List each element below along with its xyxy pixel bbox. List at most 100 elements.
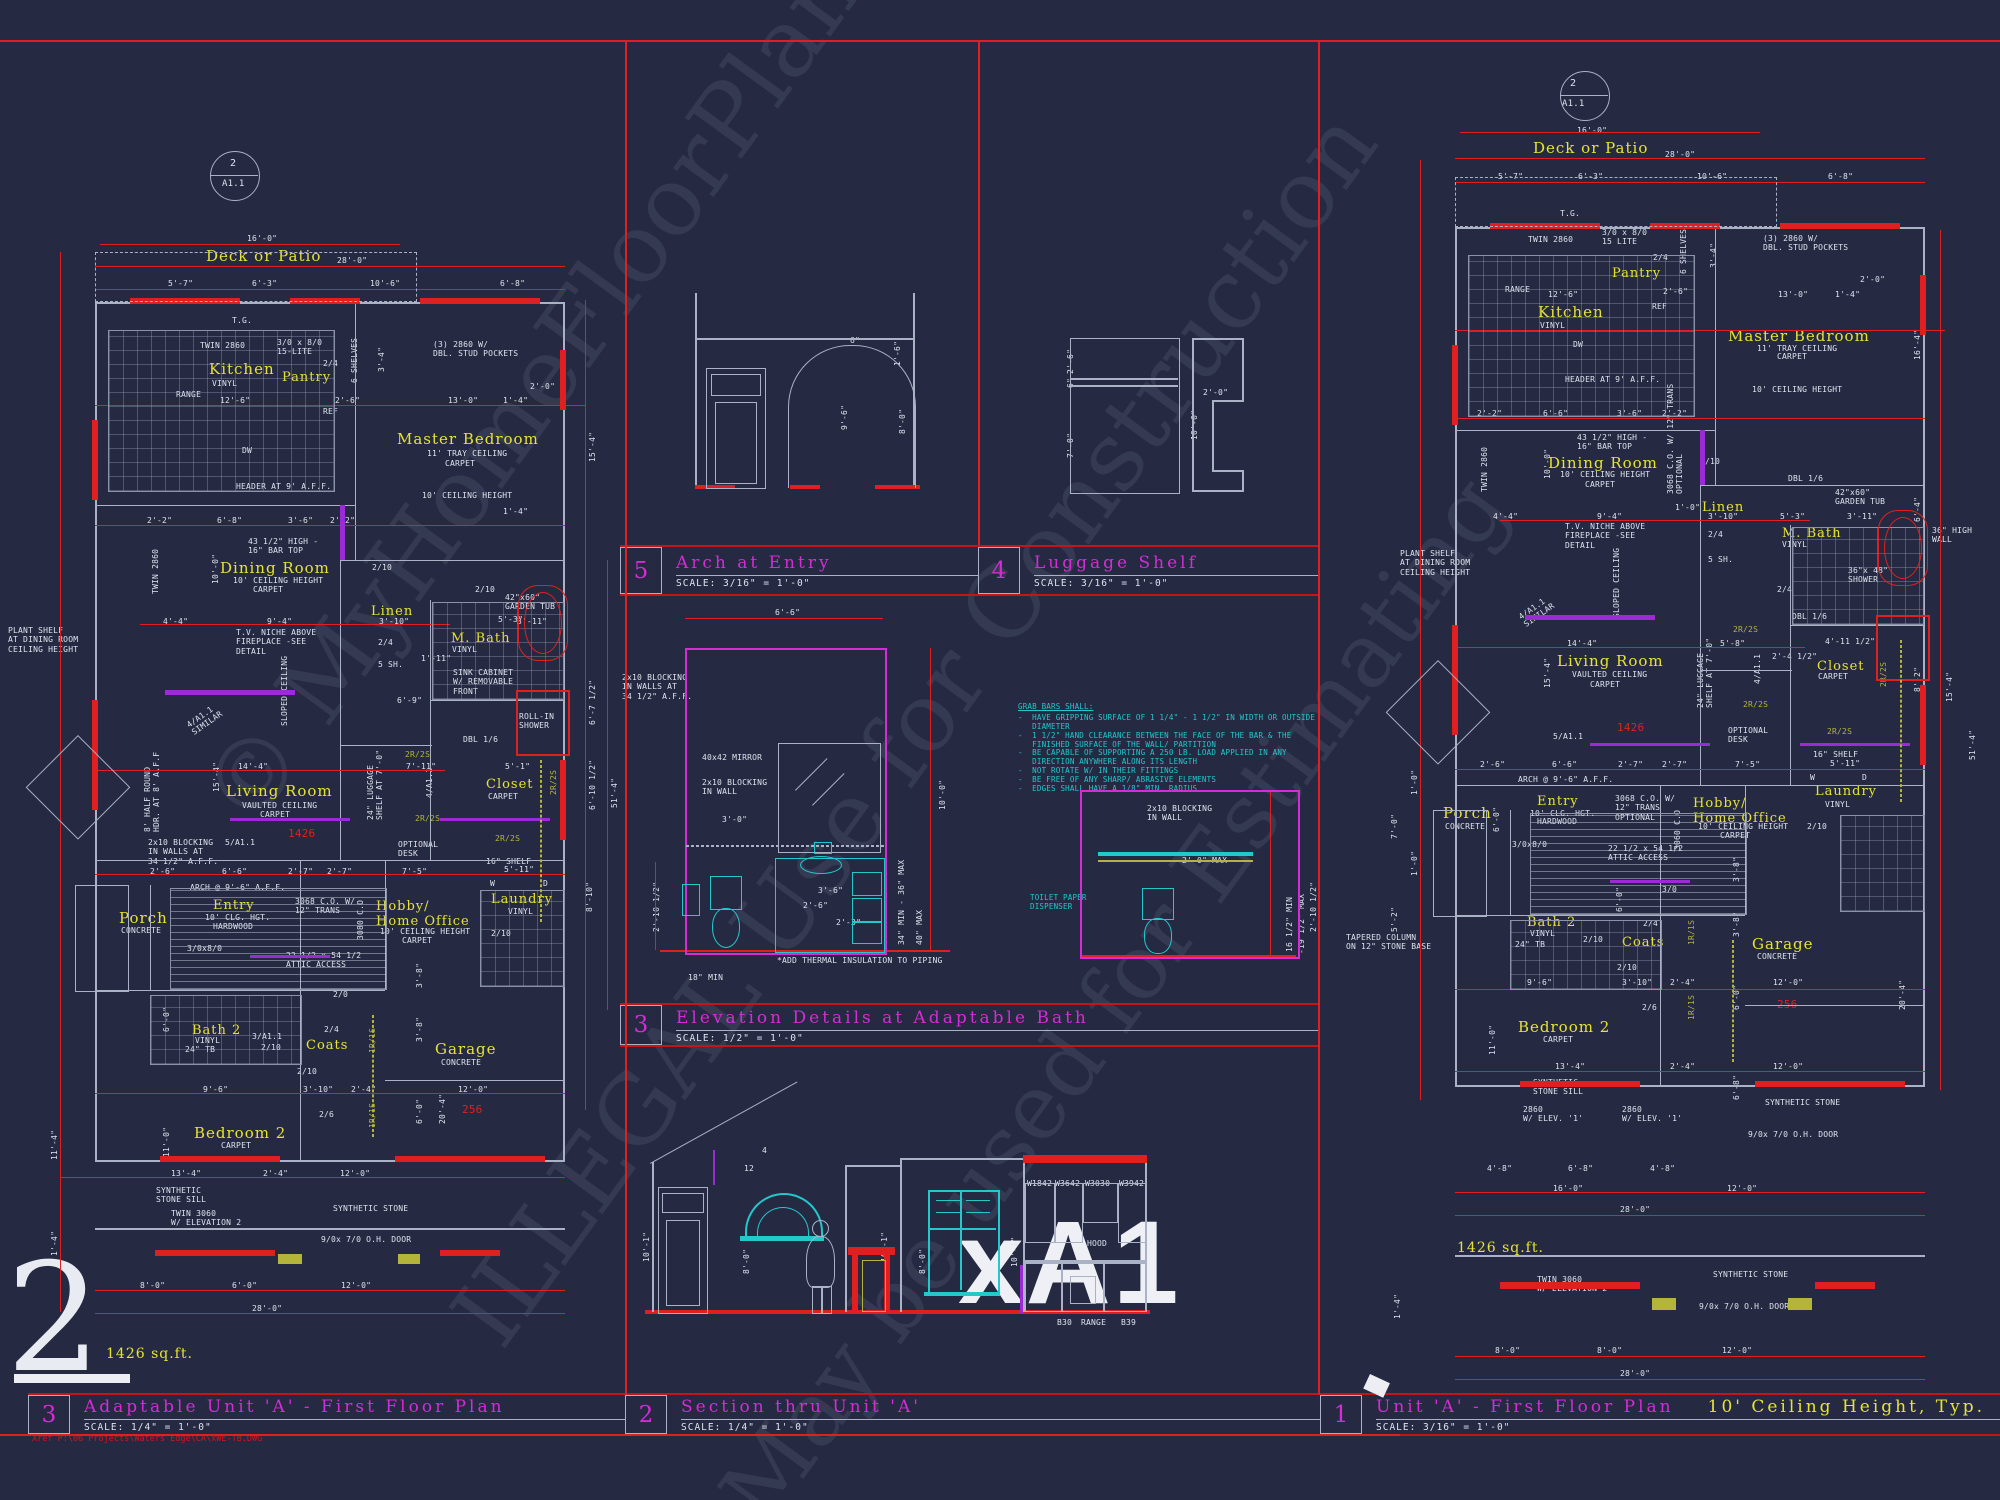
cad-box — [710, 876, 742, 910]
cad-box — [1142, 888, 1174, 920]
cad-line — [1455, 1255, 1925, 1257]
cad-text: 1'-4" — [1393, 1293, 1402, 1319]
area-label-left: 1426 sq.ft. — [106, 1346, 193, 1362]
cad-text: 4'-4" — [1493, 512, 1519, 521]
cad-text: 5'-8" — [1720, 639, 1746, 648]
cad-text: 2/10 — [1617, 963, 1637, 972]
cad-text: 8'-0" — [918, 1248, 927, 1274]
cad-text: 11'-4" — [50, 1129, 59, 1160]
cad-line — [430, 600, 431, 860]
cad-line — [95, 1228, 565, 1230]
detail-title: Adaptable Unit 'A' - First Floor Plan — [84, 1396, 625, 1420]
cad-line — [928, 1228, 996, 1230]
titlebar-bath-elevations: 3 Elevation Details at Adaptable Bath SC… — [620, 1003, 1320, 1047]
cad-text: 12'-0" — [1722, 1346, 1753, 1355]
cad-line — [95, 1313, 565, 1314]
cad-text: 10' CEILING HEIGHT — [233, 576, 324, 585]
room-label-coats-left: Coats — [306, 1038, 349, 1053]
cad-text: 24" TB — [185, 1045, 215, 1054]
detail-scale: SCALE: 3/16" = 1'-0" — [1034, 578, 1169, 589]
cad-box — [1652, 1298, 1676, 1310]
cad-text: 2R/2S — [415, 814, 441, 823]
titlebar-adaptable-first-floor-plan: 3 Adaptable Unit 'A' - First Floor Plan … — [28, 1393, 625, 1436]
room-label-garage-right: Garage — [1752, 935, 1814, 953]
cad-text: DBL 1/6 — [463, 735, 499, 744]
cad-text: 28'-0" — [337, 256, 368, 265]
cad-text: 16'-0" — [1577, 126, 1608, 135]
cad-text: 1'-4" — [503, 396, 529, 405]
cad-text: 43 1/2" HIGH - 16" BAR TOP — [248, 537, 319, 556]
cad-line — [1940, 230, 1941, 1090]
cad-text: 8'-0" — [1597, 1346, 1623, 1355]
cad-text: 8'-10" — [585, 881, 594, 912]
cad-text: D — [543, 879, 549, 888]
cad-text: ROLL-IN SHOWER — [519, 712, 555, 731]
cad-text: CARPET — [253, 585, 284, 594]
cad-text: RANGE — [176, 390, 201, 399]
cad-text: 3'-6" — [1617, 409, 1642, 418]
room-label-kitchen-right: Kitchen — [1538, 303, 1604, 322]
cad-text: 10'-0" — [938, 779, 947, 810]
cad-text: 9'-4" — [1597, 512, 1623, 521]
cad-box — [210, 151, 260, 201]
cad-text: 2'-6" — [335, 396, 361, 405]
room-label-master-right: Master Bedroom — [1728, 327, 1870, 345]
room-label-closet-right: Closet — [1817, 659, 1865, 674]
cad-line — [685, 618, 883, 619]
cad-text: CARPET — [221, 1141, 252, 1150]
cad-text: VAULTED CEILING — [1572, 670, 1648, 679]
cad-text: 1'-0" — [1410, 850, 1419, 876]
cad-text: 2'-10 1/2" — [652, 881, 661, 932]
cad-line — [1500, 1282, 1640, 1289]
cad-text: 5 SH. — [378, 660, 404, 669]
cad-text: 12'-0" — [1727, 1184, 1758, 1193]
cad-line — [1098, 852, 1253, 856]
titlebar-arch-at-entry: 5 Arch at Entry SCALE: 3/16" = 1'-0" — [620, 545, 978, 596]
cad-text: 13'-4" — [171, 1169, 202, 1178]
cad-text: 8'-0" — [742, 1248, 751, 1274]
detail-scale: SCALE: 1/4" = 1'-0" — [84, 1422, 212, 1433]
cad-text: 3/A1.1 — [252, 1032, 282, 1041]
cad-text: (3) 2860 W/ DBL. STUD POCKETS — [1763, 234, 1849, 253]
cad-line — [95, 405, 585, 406]
cad-text: RANGE — [1081, 1318, 1107, 1327]
area-label-right: 1426 sq.ft. — [1457, 1240, 1544, 1256]
cad-text: 2'-2" — [1662, 409, 1687, 418]
cad-text: DBL 1/6 — [1792, 612, 1827, 621]
cad-text: VINYL — [195, 1036, 220, 1045]
cad-text: (3) 2860 W/ DBL. STUD POCKETS — [433, 340, 519, 359]
cad-text: 9'-4" — [267, 617, 293, 626]
cad-text: 6'-8" — [1828, 172, 1854, 181]
plan-title: Unit 'A' - First Floor Plan — [1376, 1397, 1674, 1417]
cad-text: VINYL — [212, 379, 237, 388]
room-label-coats-right: Coats — [1622, 935, 1664, 950]
detail-number: 1 — [1320, 1395, 1362, 1434]
cad-text: T.V. NICHE ABOVE FIREPLACE -SEE DETAIL — [236, 628, 317, 656]
cad-line — [1080, 955, 1296, 957]
room-label-master-left: Master Bedroom — [397, 430, 539, 448]
cad-text: CONCRETE — [1445, 822, 1486, 831]
cad-box — [1884, 517, 1922, 579]
cad-line — [845, 1165, 847, 1312]
cad-text: 16'-0" — [1553, 1184, 1584, 1193]
room-label-kitchen-left: Kitchen — [209, 360, 275, 379]
cad-box — [1510, 920, 1662, 990]
cad-line — [845, 1165, 902, 1167]
room-label-bedroom2-right: Bedroom 2 — [1518, 1018, 1611, 1036]
cad-box — [686, 845, 884, 847]
cad-line — [978, 40, 980, 545]
cad-text: 9'-6" — [1527, 978, 1552, 987]
cad-text: 2'-4" — [1670, 1062, 1696, 1071]
cad-text: 1'-4" — [503, 507, 529, 516]
cad-line — [1715, 227, 1716, 485]
cad-text: 4'-8" — [1487, 1164, 1513, 1173]
room-label-closet-left: Closet — [486, 777, 534, 792]
cad-text: 3/0 x 8/0 15-LITE — [277, 338, 322, 357]
cad-line — [560, 350, 566, 410]
cad-text: 12'-6" — [220, 396, 250, 405]
cad-line — [1510, 810, 1511, 915]
detail-title: Luggage Shelf — [1034, 552, 1320, 576]
room-label-laundry-left: Laundry — [491, 892, 553, 907]
